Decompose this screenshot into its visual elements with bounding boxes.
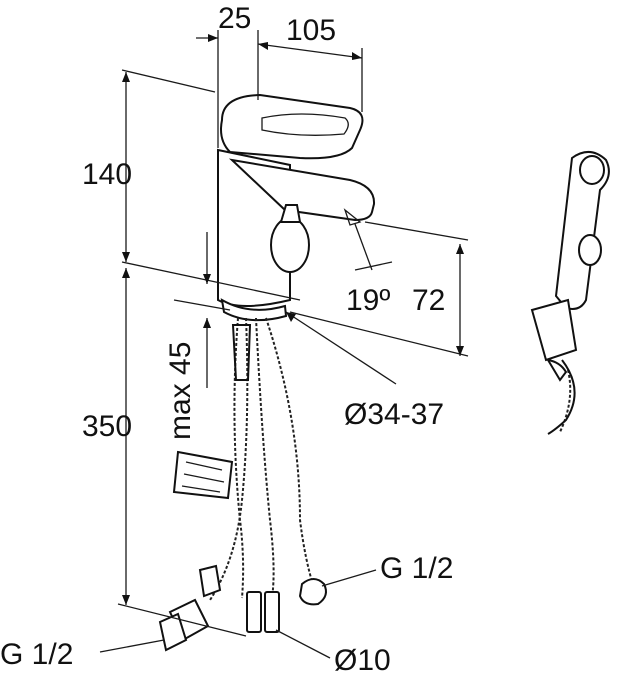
dim-hose-length: 350 (82, 410, 132, 443)
dimension-lines (99, 30, 469, 659)
dim-hole-diameter: Ø34-37 (344, 398, 444, 431)
faucet-body (217, 93, 376, 322)
dim-hose-diameter: Ø10 (334, 644, 391, 677)
dim-body-width: 25 (218, 2, 251, 35)
dim-spout-reach: 105 (286, 14, 336, 47)
hose-tag (172, 450, 234, 500)
dim-height-140: 140 (82, 158, 132, 191)
supply-hoses (209, 317, 315, 601)
dim-spout-height: 72 (412, 284, 445, 317)
dim-max-thickness: max 45 (164, 342, 197, 440)
arrowheads (122, 34, 464, 605)
hose-fittings (158, 564, 327, 652)
dim-thread-left: G 1/2 (0, 638, 73, 671)
hand-shower (530, 151, 610, 435)
dim-spout-angle: 19º (346, 284, 390, 317)
dim-thread-right: G 1/2 (380, 552, 453, 585)
